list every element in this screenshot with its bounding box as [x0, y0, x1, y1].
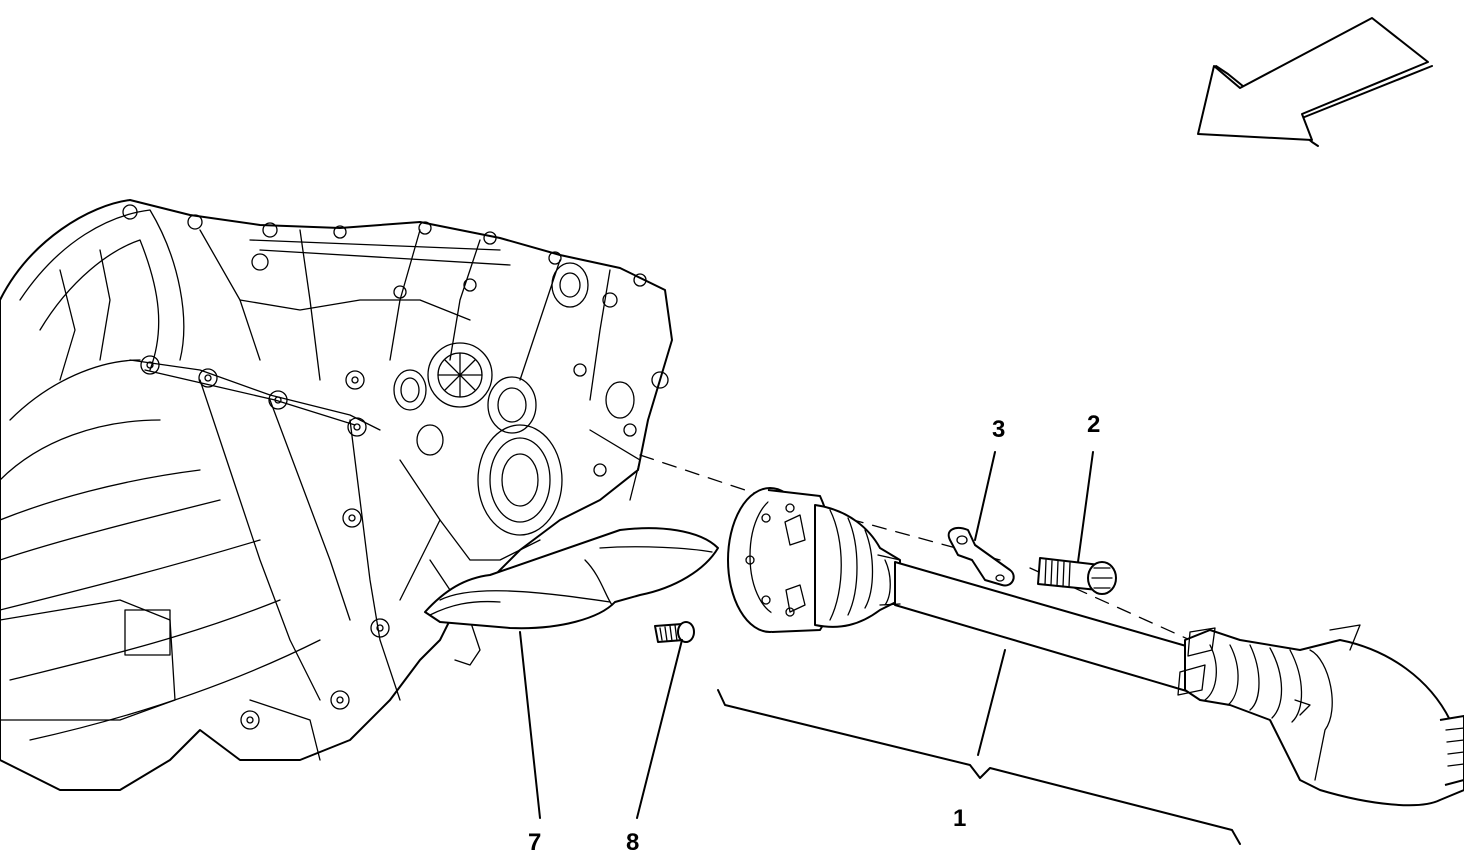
bolt-part-2 — [1037, 557, 1117, 595]
callout-7: 7 — [528, 829, 541, 856]
locking-plate-part-3 — [947, 527, 1015, 587]
assembly-axis-line — [639, 454, 1191, 641]
callout-8: 8 — [626, 829, 639, 856]
bolt-part-8 — [654, 621, 695, 643]
gearbox-housing — [0, 199, 673, 791]
direction-arrow-icon — [1197, 17, 1433, 147]
heat-shield-part-7 — [424, 527, 719, 630]
leader-lines — [519, 451, 1094, 819]
callout-1: 1 — [953, 805, 966, 832]
callout-3: 3 — [992, 416, 1005, 443]
assembly-bracket — [717, 689, 1241, 845]
callout-2: 2 — [1087, 411, 1100, 438]
drive-shaft-part-1 — [727, 487, 1464, 807]
